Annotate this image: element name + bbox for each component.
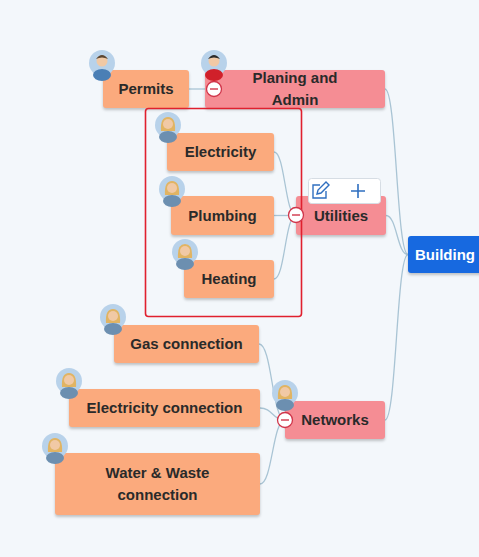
user-avatar bbox=[42, 433, 68, 464]
user-avatar bbox=[159, 176, 185, 207]
topic-label: Utilities bbox=[314, 205, 368, 227]
topic-label: Networks bbox=[301, 409, 369, 431]
node-toolbar bbox=[309, 179, 381, 204]
edit-icon bbox=[313, 182, 329, 198]
topic-label: Plumbing bbox=[188, 205, 256, 227]
topic-box: Planing and Admin bbox=[205, 70, 385, 108]
topic-label: Gas connection bbox=[130, 333, 243, 355]
topic-box: Networks bbox=[285, 401, 385, 439]
collapse-icon bbox=[289, 208, 304, 223]
branch-line bbox=[259, 344, 285, 420]
selection-frame bbox=[146, 109, 302, 317]
collapse-icon bbox=[278, 413, 293, 428]
topic-label: Heating bbox=[201, 268, 256, 290]
topic-box: Utilities bbox=[296, 196, 386, 235]
topic-box: Plumbing bbox=[171, 196, 274, 235]
topic-box: Permits bbox=[103, 70, 189, 108]
topic-label: Electricity connection bbox=[87, 397, 243, 419]
branch-line bbox=[385, 89, 408, 255]
add-icon bbox=[351, 184, 365, 198]
topic-box: Building bbox=[408, 236, 479, 273]
user-avatar bbox=[100, 304, 126, 335]
toolbar-background bbox=[309, 179, 381, 204]
branch-line bbox=[385, 255, 408, 421]
branch-line bbox=[386, 216, 408, 255]
topic-label: Permits bbox=[118, 78, 173, 100]
topic-label: Building bbox=[415, 244, 475, 266]
branch-line bbox=[260, 408, 285, 420]
user-avatar bbox=[56, 368, 82, 399]
collapse-icon bbox=[207, 82, 222, 97]
topic-label: Electricity bbox=[185, 141, 257, 163]
topic-box: Water & Waste connection bbox=[55, 453, 260, 515]
topic-box: Heating bbox=[184, 260, 274, 298]
user-avatar bbox=[172, 239, 198, 270]
user-avatar bbox=[155, 112, 181, 143]
user-avatar bbox=[272, 380, 298, 411]
topic-label: Planing and Admin bbox=[229, 67, 361, 111]
user-avatar bbox=[89, 50, 115, 81]
branch-line bbox=[274, 215, 296, 216]
branch-line bbox=[260, 420, 285, 484]
topic-label: Water & Waste connection bbox=[85, 462, 230, 506]
branch-line bbox=[274, 152, 296, 216]
topic-box: Electricity bbox=[167, 133, 274, 171]
topic-box: Gas connection bbox=[114, 325, 259, 363]
topic-box: Electricity connection bbox=[69, 389, 260, 427]
branch-line bbox=[189, 88, 205, 89]
branch-line bbox=[274, 216, 296, 280]
user-avatar bbox=[201, 50, 227, 81]
